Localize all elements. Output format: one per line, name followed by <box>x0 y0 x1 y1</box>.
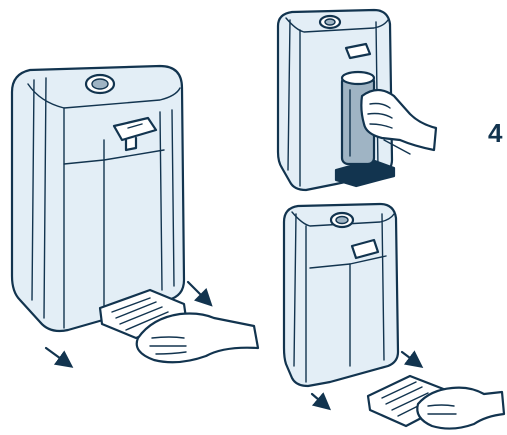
tap-icon <box>350 238 380 260</box>
tap-icon <box>112 116 158 142</box>
large-dispenser <box>10 64 188 340</box>
hand-icon-large <box>135 312 260 364</box>
hand-icon-tray <box>416 386 506 430</box>
dispenser-with-cartridge <box>276 8 396 192</box>
dispenser-tray-removed <box>282 202 400 388</box>
arrow-icon <box>186 280 213 307</box>
step-number: 4 <box>488 118 503 148</box>
arrow-icon <box>400 350 424 368</box>
tap-icon <box>344 42 372 60</box>
arrow-icon <box>44 346 74 368</box>
hand-icon-cartridge <box>360 88 438 155</box>
arrow-icon <box>310 392 332 411</box>
